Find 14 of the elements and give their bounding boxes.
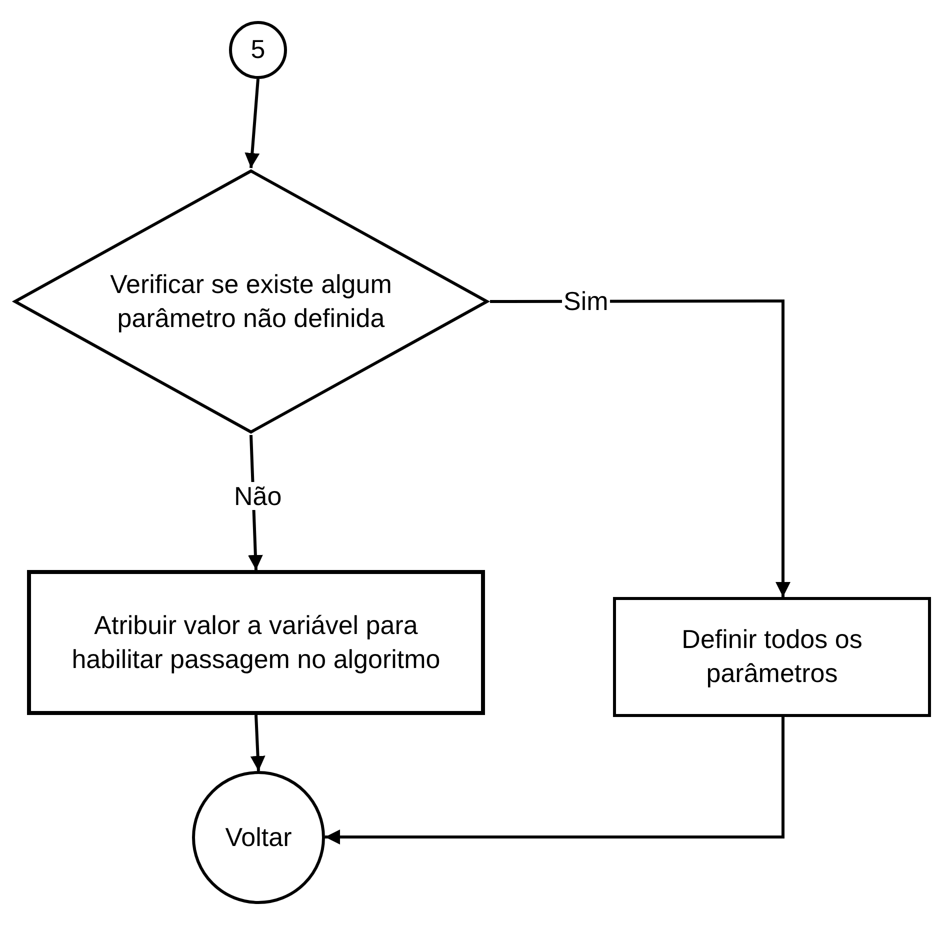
arrow xyxy=(244,78,260,168)
arrow xyxy=(325,717,784,844)
node-text: Atribuir valor a variável para habilitar passagem no algoritmo xyxy=(70,608,442,676)
node-text: 5 xyxy=(250,33,266,66)
connector-circle xyxy=(229,21,287,79)
node-text: Definir todos os parâmetros xyxy=(680,623,864,690)
process-box xyxy=(613,597,931,717)
arrow xyxy=(250,714,266,772)
node-text: Verificar se existe algum parâmetro não definida xyxy=(109,268,393,334)
process-box xyxy=(27,570,485,715)
node-text: Voltar xyxy=(225,820,292,854)
arrow xyxy=(490,300,790,597)
decision-diamond xyxy=(12,168,490,435)
connector-circle xyxy=(192,771,325,904)
